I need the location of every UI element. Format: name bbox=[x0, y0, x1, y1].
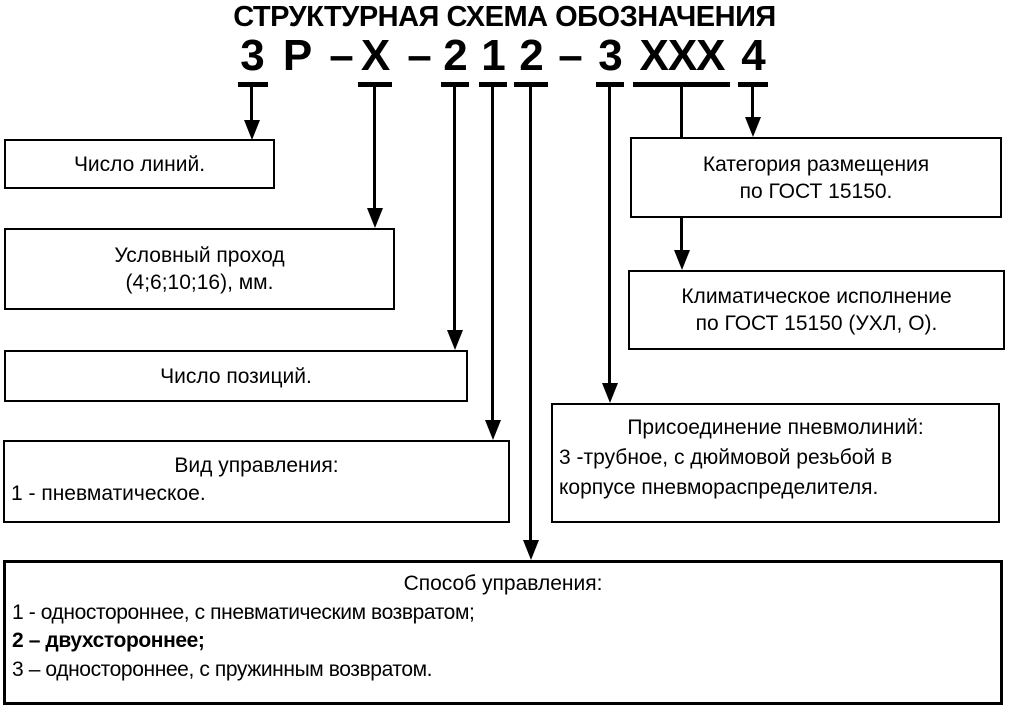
box-control-method-item1: 1 - одностороннее, с пневматическим возв… bbox=[12, 600, 475, 624]
arrowhead-icon bbox=[674, 250, 690, 270]
box-pneumatic-connection-line1: 3 -трубное, с дюймовой резьбой в bbox=[559, 446, 893, 469]
box-climatic-design-line1: Климатическое исполнение bbox=[681, 285, 952, 308]
box-climatic-design: Климатическое исполнение по ГОСТ 15150 (… bbox=[628, 270, 1005, 350]
arrow-line-number-of-lines bbox=[250, 87, 253, 120]
arrowhead-icon bbox=[745, 117, 761, 137]
arrow-line-placement-category bbox=[751, 87, 754, 117]
box-number-of-lines-label: Число линий. bbox=[73, 152, 206, 176]
code-char-bore-placeholder: Х bbox=[360, 31, 390, 80]
code-dash-icon: – bbox=[329, 31, 354, 80]
code-underline bbox=[514, 82, 548, 87]
code-underline bbox=[358, 82, 392, 87]
box-number-of-lines: Число линий. bbox=[4, 139, 275, 189]
arrowhead-icon bbox=[244, 120, 260, 140]
code-underline bbox=[633, 82, 730, 87]
code-dash-icon: – bbox=[558, 31, 583, 80]
code-underline bbox=[596, 82, 624, 87]
arrow-line-control-method bbox=[529, 87, 532, 540]
code-char-positions-count: 2 bbox=[443, 31, 468, 80]
line-climatic-design-upper bbox=[680, 87, 683, 139]
arrowhead-icon bbox=[602, 383, 618, 403]
box-placement-category-line1: Категория размещения bbox=[702, 152, 930, 176]
box-pneumatic-connection-heading: Присоединение пневмолиний: bbox=[627, 416, 924, 439]
box-control-kind: Вид управления: 1 - пневматическое. bbox=[3, 440, 510, 523]
box-nominal-bore: Условный проход (4;6;10;16), мм. bbox=[4, 228, 395, 310]
box-nominal-bore-line2: (4;6;10;16), мм. bbox=[125, 271, 274, 294]
code-underline bbox=[441, 82, 469, 87]
box-control-method-item2: 2 – двухстороннее; bbox=[12, 629, 205, 652]
code-char-control-method: 2 bbox=[519, 31, 544, 80]
box-number-of-positions-label: Число позиций. bbox=[160, 364, 312, 388]
box-placement-category-line2: по ГОСТ 15150. bbox=[739, 179, 893, 203]
arrow-line-control-kind bbox=[491, 87, 494, 420]
box-control-method-item3: 3 – одностороннее, с пружинным возвратом… bbox=[12, 657, 433, 681]
box-control-method: Способ управления: 1 - одностороннее, с … bbox=[3, 560, 1003, 705]
box-pneumatic-connection: Присоединение пневмолиний: 3 -трубное, с… bbox=[551, 403, 1000, 523]
arrow-line-nominal-bore bbox=[373, 87, 376, 208]
box-control-method-heading: Способ управления: bbox=[403, 572, 603, 595]
code-char-series-letter: Р bbox=[282, 31, 312, 80]
box-number-of-positions: Число позиций. bbox=[4, 350, 468, 402]
code-dash-icon: – bbox=[407, 31, 432, 80]
page-title: СТРУКТУРНАЯ СХЕМА ОБОЗНАЧЕНИЯ bbox=[233, 1, 776, 33]
arrow-line-number-of-positions bbox=[453, 87, 456, 330]
arrowhead-icon bbox=[485, 420, 501, 440]
box-climatic-design-line2: по ГОСТ 15150 (УХЛ, О). bbox=[695, 312, 938, 335]
arrow-line-pneumatic-connection bbox=[608, 87, 611, 383]
box-pneumatic-connection-line2: корпусе пневмораспределителя. bbox=[559, 476, 879, 499]
code-underline bbox=[738, 82, 768, 87]
arrowhead-icon bbox=[523, 540, 539, 560]
code-char-control-kind: 1 bbox=[481, 31, 506, 80]
code-underline bbox=[479, 82, 507, 87]
box-control-kind-heading: Вид управления: bbox=[174, 454, 339, 477]
arrow-line-climatic-design bbox=[680, 216, 683, 250]
code-char-lines-count: 3 bbox=[240, 31, 265, 80]
code-underline bbox=[238, 82, 268, 87]
box-control-kind-item: 1 - пневматическое. bbox=[11, 482, 206, 505]
code-char-connection: 3 bbox=[598, 31, 623, 80]
code-char-climatic-placeholder: ХХХ bbox=[639, 31, 725, 80]
arrowhead-icon bbox=[447, 330, 463, 350]
box-nominal-bore-line1: Условный проход bbox=[114, 244, 285, 267]
code-char-placement-category: 4 bbox=[741, 31, 766, 80]
box-placement-category: Категория размещения по ГОСТ 15150. bbox=[630, 137, 1002, 218]
arrowhead-icon bbox=[367, 208, 383, 228]
